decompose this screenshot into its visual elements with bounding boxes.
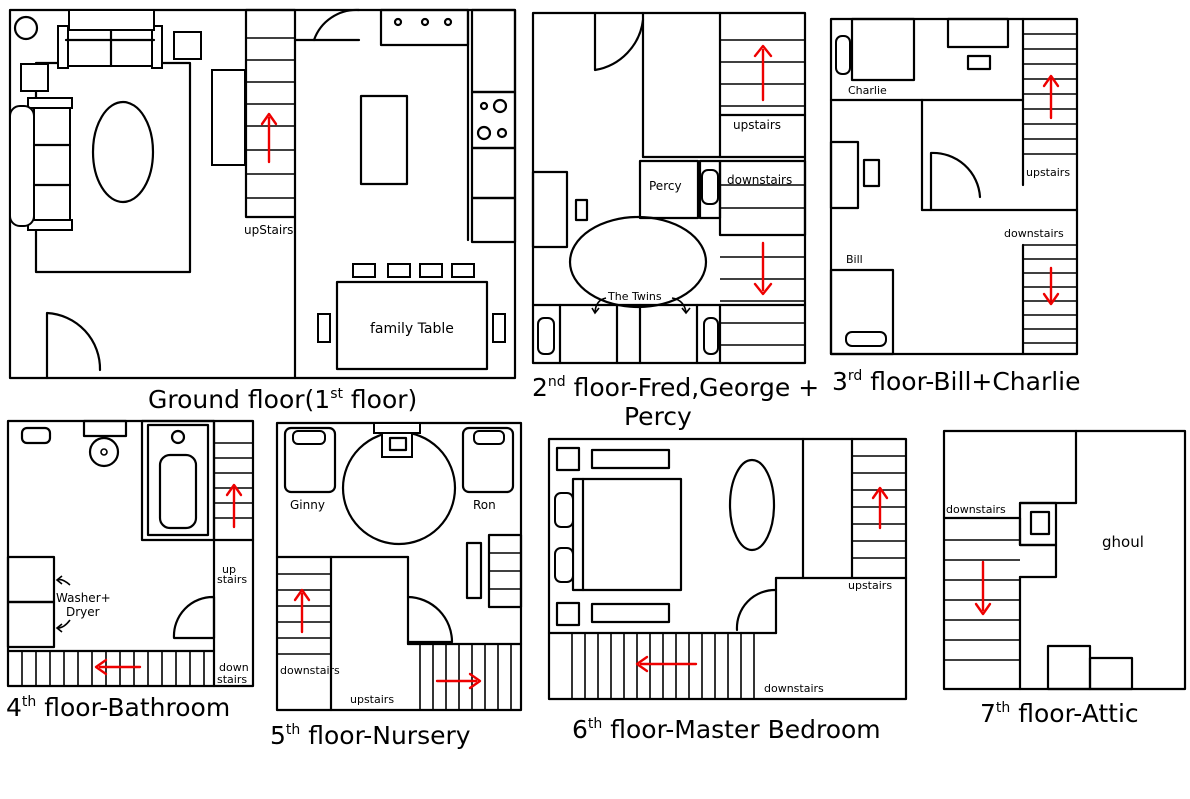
bill-label: Bill (846, 253, 863, 266)
sixth-upstairs-label: upstairs (848, 579, 892, 592)
sixth-floor-plan: upstairs downstairs 6th floor-Master Bed… (547, 437, 908, 744)
second-floor-caption-line2: Percy (624, 402, 692, 431)
fifth-floor-caption: 5th floor-Nursery (270, 721, 471, 750)
second-floor-plan: upstairs downstairs Percy The Twins 2nd … (531, 11, 819, 431)
third-upstairs-label: upstairs (1026, 166, 1070, 179)
second-upstairs-label: upstairs (733, 118, 781, 132)
seventh-floor-plan: downstairs ghoul 7th floor-Attic (942, 429, 1187, 728)
fifth-floor-plan: Ginny Ron downstairs upstairs 5th floor-… (270, 421, 523, 750)
ground-floor-plan: upStairs family Table Ground floor(1st f… (8, 8, 517, 414)
third-floor-plan: Charlie Bill upstairs downstairs 3rd flo… (829, 17, 1081, 396)
family-table-label: family Table (370, 321, 454, 337)
fourth-floor-caption: 4th floor-Bathroom (6, 693, 230, 722)
fourth-up-stairs-label: stairs (217, 573, 247, 586)
charlie-label: Charlie (848, 84, 887, 97)
second-downstairs-label: downstairs (727, 173, 792, 187)
dryer-label: Dryer (66, 605, 100, 619)
ground-floor-caption: Ground floor(1st floor) (148, 385, 417, 414)
third-floor-caption: 3rd floor-Bill+Charlie (832, 367, 1081, 396)
twins-label: The Twins (607, 290, 662, 303)
fourth-floor-plan: Washer+ Dryer up stairs down stairs 4th … (6, 419, 255, 722)
washer-label: Washer+ (56, 591, 111, 605)
sixth-downstairs-label: downstairs (764, 682, 824, 695)
seventh-floor-caption: 7th floor-Attic (980, 699, 1139, 728)
third-downstairs-label: downstairs (1004, 227, 1064, 240)
percy-label: Percy (649, 179, 682, 193)
second-floor-caption-line1: 2nd floor-Fred,George + (532, 373, 819, 402)
seventh-downstairs-label: downstairs (946, 503, 1006, 516)
fourth-up-label: up (222, 563, 236, 576)
fourth-down-label: down (219, 661, 249, 674)
sixth-floor-caption: 6th floor-Master Bedroom (572, 715, 881, 744)
ron-label: Ron (473, 498, 496, 512)
fifth-downstairs-label: downstairs (280, 664, 340, 677)
ghoul-label: ghoul (1102, 533, 1144, 551)
ginny-label: Ginny (290, 498, 325, 512)
fifth-upstairs-label: upstairs (350, 693, 394, 706)
fourth-down-stairs-label: stairs (217, 673, 247, 686)
ground-stairs-label: upStairs (244, 223, 293, 237)
